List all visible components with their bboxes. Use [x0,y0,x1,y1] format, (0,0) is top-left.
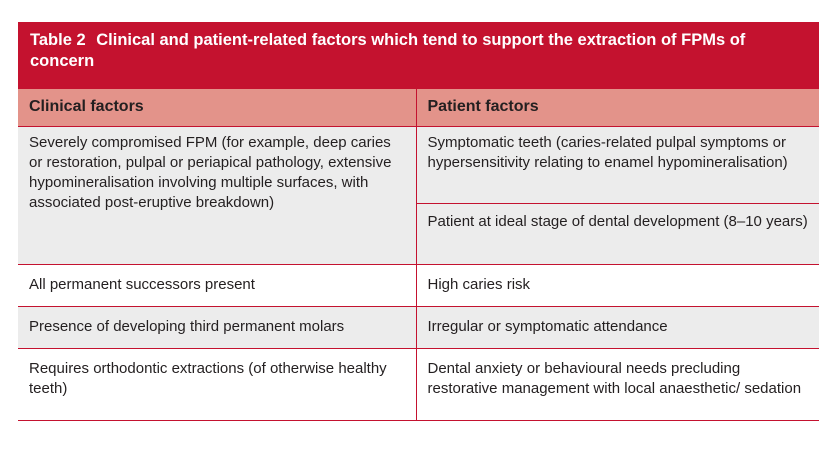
table-row: Requires orthodontic extractions (of oth… [18,348,819,421]
clinical-cell: Requires orthodontic extractions (of oth… [18,348,417,421]
table-row: All permanent successors present High ca… [18,264,819,307]
header-patient-factors: Patient factors [416,89,819,127]
table-caption: Clinical and patient-related factors whi… [30,31,746,70]
header-row: Clinical factors Patient factors [18,89,819,127]
patient-cell: Patient at ideal stage of dental develop… [416,203,819,265]
clinical-cell: Severely compromised FPM (for example, d… [18,126,417,265]
table-container: Table 2 Clinical and patient-related fac… [18,22,819,421]
table-title: Table 2 Clinical and patient-related fac… [18,22,819,89]
patient-cell: Symptomatic teeth (caries-related pulpal… [416,126,819,204]
table-row: Patient at ideal stage of dental develop… [18,203,819,265]
factors-table: Clinical factors Patient factors Severel… [18,89,819,421]
table-number: Table 2 [30,31,86,49]
header-clinical-factors: Clinical factors [18,89,417,127]
clinical-cell: Presence of developing third permanent m… [18,306,417,349]
clinical-cell: All permanent successors present [18,264,417,307]
patient-cell: Irregular or symptomatic attendance [416,306,819,349]
patient-cell: Dental anxiety or behavioural needs prec… [416,348,819,421]
table-row: Presence of developing third permanent m… [18,306,819,349]
patient-cell: High caries risk [416,264,819,307]
table-row: Severely compromised FPM (for example, d… [18,126,819,265]
